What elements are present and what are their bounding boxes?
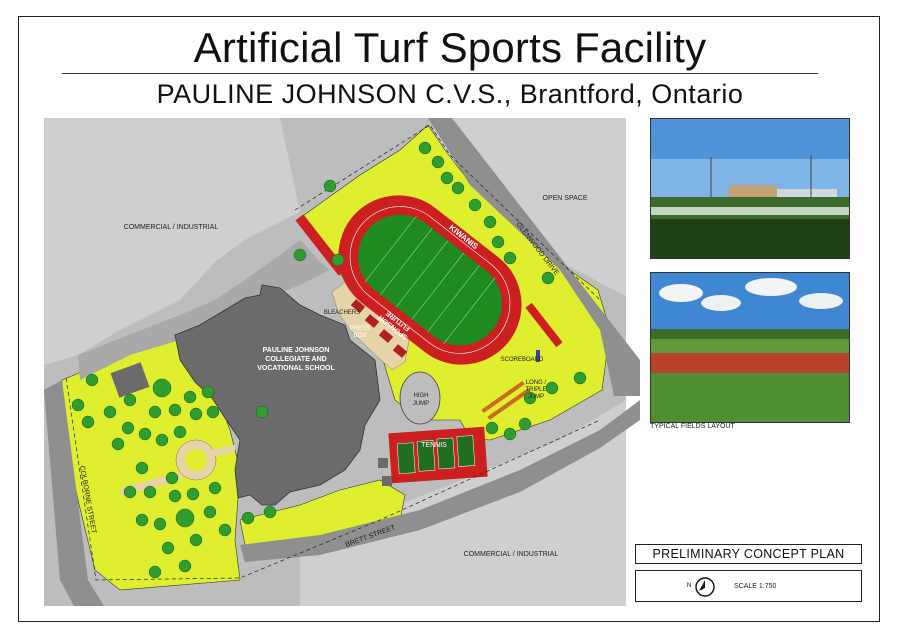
school-annex bbox=[110, 362, 150, 398]
commercial-nw-area bbox=[44, 118, 300, 365]
tennis-label: TENNIS bbox=[421, 442, 447, 449]
track-inner-lane bbox=[349, 206, 511, 354]
high-jump-area bbox=[399, 371, 441, 425]
school-building bbox=[174, 284, 381, 506]
press-box-label-1: PRESS bbox=[350, 326, 370, 332]
school-label-3: VOCATIONAL SCHOOL bbox=[257, 365, 335, 372]
press-box-b bbox=[364, 314, 380, 328]
press-box-label-2: BOX bbox=[354, 333, 367, 339]
property-line bbox=[65, 377, 601, 581]
commercial-nw-label: COMMERCIAL / INDUSTRIAL bbox=[124, 224, 219, 231]
track-field-photo bbox=[650, 272, 850, 423]
football-field bbox=[358, 214, 502, 346]
press-box-c bbox=[378, 329, 394, 343]
north-letter: N bbox=[687, 583, 692, 589]
high-jump-label-1: HIGH bbox=[414, 393, 429, 399]
bleachers-label: BLEACHERS bbox=[324, 310, 360, 316]
long-jump-label-2: TRIPLE bbox=[525, 387, 546, 393]
drawing-frame bbox=[18, 16, 880, 622]
long-jump-label-1: LONG / bbox=[526, 380, 547, 386]
page-subtitle: PAULINE JOHNSON C.V.S., Brantford, Ontar… bbox=[156, 79, 744, 109]
glenwood-drive bbox=[428, 118, 640, 396]
trees bbox=[71, 141, 587, 579]
stadium-turf-photo bbox=[650, 118, 850, 259]
page-title: Artificial Turf Sports Facility bbox=[193, 24, 707, 71]
long-jump-runway-2 bbox=[487, 388, 531, 420]
brett-street bbox=[240, 400, 640, 562]
press-box-d bbox=[392, 344, 408, 358]
school-label-2: COLLEGIATE AND bbox=[265, 356, 326, 363]
scale-label: SCALE 1:750 bbox=[734, 583, 777, 590]
school-label-1: PAULINE JOHNSON bbox=[263, 347, 330, 354]
scale-box: N SCALE 1:750 bbox=[635, 570, 862, 602]
scoreboard-marker bbox=[536, 350, 540, 362]
scoreboard-label: SCOREBOARD bbox=[501, 357, 544, 363]
commercial-se-label: COMMERCIAL / INDUSTRIAL bbox=[464, 551, 559, 558]
title-divider bbox=[62, 73, 818, 74]
sprint-lane-east bbox=[525, 302, 563, 348]
photo-caption: TYPICAL FIELDS LAYOUT bbox=[650, 423, 735, 430]
plan-title-box: PRELIMINARY CONCEPT PLAN bbox=[635, 544, 862, 564]
north-arrow-icon bbox=[694, 576, 716, 603]
press-box-a bbox=[350, 299, 366, 313]
open-space-label: OPEN SPACE bbox=[543, 195, 588, 202]
long-jump-runway bbox=[481, 381, 525, 413]
parking-west bbox=[78, 240, 330, 380]
colborne-street bbox=[44, 380, 104, 606]
long-jump-label-3: JUMP bbox=[528, 394, 544, 400]
high-jump-label-2: JUMP bbox=[413, 401, 429, 407]
